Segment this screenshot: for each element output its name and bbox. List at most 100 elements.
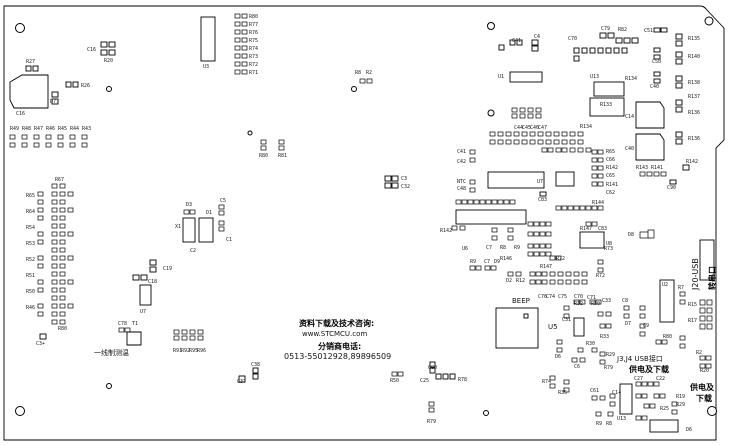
svg-text:R138: R138 [688, 80, 700, 86]
svg-text:R19: R19 [676, 394, 685, 400]
svg-text:R82: R82 [618, 27, 627, 33]
svg-text:C50: C50 [652, 59, 661, 65]
mount-hole [704, 16, 714, 26]
svg-text:R27: R27 [26, 59, 35, 65]
svg-text:C32: C32 [401, 184, 410, 190]
svg-text:R47: R47 [34, 126, 43, 132]
svg-text:C51: C51 [644, 28, 653, 34]
svg-text:C41: C41 [457, 149, 466, 155]
svg-text:R73: R73 [249, 54, 258, 60]
svg-text:R77: R77 [249, 22, 258, 28]
svg-text:R29: R29 [606, 352, 615, 358]
svg-text:R91: R91 [173, 348, 182, 354]
svg-text:C47: C47 [538, 125, 547, 131]
info-url: www.STCMCU.com [302, 330, 367, 338]
mount-hole [15, 23, 25, 33]
svg-text:R144: R144 [592, 200, 604, 206]
svg-text:C14: C14 [625, 114, 634, 120]
svg-text:C3+: C3+ [36, 341, 45, 347]
svg-text:R142: R142 [606, 165, 618, 171]
svg-text:R32: R32 [574, 301, 583, 307]
svg-text:U1: U1 [498, 74, 504, 80]
svg-text:R35: R35 [558, 390, 567, 396]
svg-text:R9: R9 [470, 259, 476, 265]
svg-text:C48: C48 [457, 186, 466, 192]
svg-text:R78: R78 [458, 377, 467, 383]
svg-text:C61: C61 [590, 388, 599, 394]
svg-text:R50: R50 [26, 289, 35, 295]
svg-text:D1: D1 [206, 210, 212, 216]
svg-text:R65: R65 [606, 149, 615, 155]
svg-text:C22: C22 [656, 376, 665, 382]
svg-text:R46: R46 [26, 305, 35, 311]
svg-text:R51: R51 [26, 273, 35, 279]
svg-text:D8: D8 [628, 232, 634, 238]
svg-text:R134: R134 [625, 76, 637, 82]
svg-text:R140: R140 [688, 54, 700, 60]
svg-text:R2: R2 [696, 350, 702, 356]
svg-text:D9: D9 [494, 259, 500, 265]
board-outline [3, 5, 725, 441]
svg-text:R50: R50 [390, 378, 399, 384]
svg-text:C83: C83 [538, 197, 547, 203]
svg-text:R76: R76 [249, 30, 258, 36]
svg-text:R72: R72 [556, 256, 565, 262]
svg-text:D3: D3 [186, 202, 192, 208]
info-block: 资料下载及技术咨询: www.STCMCU.com 分销商电话: 0513-55… [284, 318, 391, 361]
svg-text:C1: C1 [226, 237, 232, 243]
svg-text:C25: C25 [420, 378, 429, 384]
u3-label: U3 [203, 64, 209, 70]
svg-text:R141: R141 [651, 165, 663, 171]
beep-label: BEEP [512, 297, 530, 305]
svg-text:R142: R142 [440, 228, 452, 234]
svg-text:U13: U13 [617, 416, 626, 422]
svg-text:R15: R15 [688, 302, 697, 308]
svg-text:C2: C2 [190, 248, 196, 254]
svg-text:C65: C65 [606, 173, 615, 179]
mount-hole [487, 109, 495, 117]
svg-text:R44: R44 [70, 126, 79, 132]
svg-text:C37: C37 [237, 379, 246, 385]
svg-text:U6: U6 [462, 246, 468, 252]
svg-text:R33: R33 [600, 334, 609, 340]
svg-text:R147: R147 [540, 264, 552, 270]
svg-text:R146: R146 [500, 256, 512, 262]
svg-text:R2: R2 [366, 70, 372, 76]
svg-text:R141: R141 [606, 182, 618, 188]
svg-text:C31: C31 [562, 317, 571, 323]
svg-text:R45: R45 [58, 126, 67, 132]
svg-text:C6: C6 [574, 364, 580, 370]
svg-text:R25: R25 [660, 406, 669, 412]
svg-text:U7: U7 [537, 179, 543, 185]
svg-text:T1: T1 [132, 321, 138, 327]
svg-text:C16: C16 [87, 47, 96, 53]
svg-text:R73: R73 [604, 246, 613, 252]
beep-buzzer: BEEP U5 [495, 297, 558, 349]
crystal-cluster: D3 X1 D1 C5 C1 C2 [175, 198, 232, 254]
svg-text:R64: R64 [26, 209, 35, 215]
svg-text:C79: C79 [601, 26, 610, 32]
power-dl-label: 供电及 [689, 382, 715, 392]
svg-text:R137: R137 [688, 94, 700, 100]
svg-text:C80: C80 [428, 365, 437, 371]
svg-text:R75: R75 [249, 38, 258, 44]
mount-hole [247, 130, 253, 136]
svg-text:C75: C75 [558, 294, 567, 300]
svg-text:U5: U5 [548, 323, 558, 331]
svg-text:C46: C46 [530, 125, 539, 131]
svg-text:R54: R54 [26, 225, 35, 231]
svg-text:C5: C5 [220, 198, 226, 204]
svg-text:U2: U2 [662, 282, 668, 288]
svg-text:NTC: NTC [457, 179, 466, 185]
svg-text:C40: C40 [650, 84, 659, 90]
svg-text:C27: C27 [634, 376, 643, 382]
usb-sub-label: 供电及下载 [628, 364, 669, 374]
